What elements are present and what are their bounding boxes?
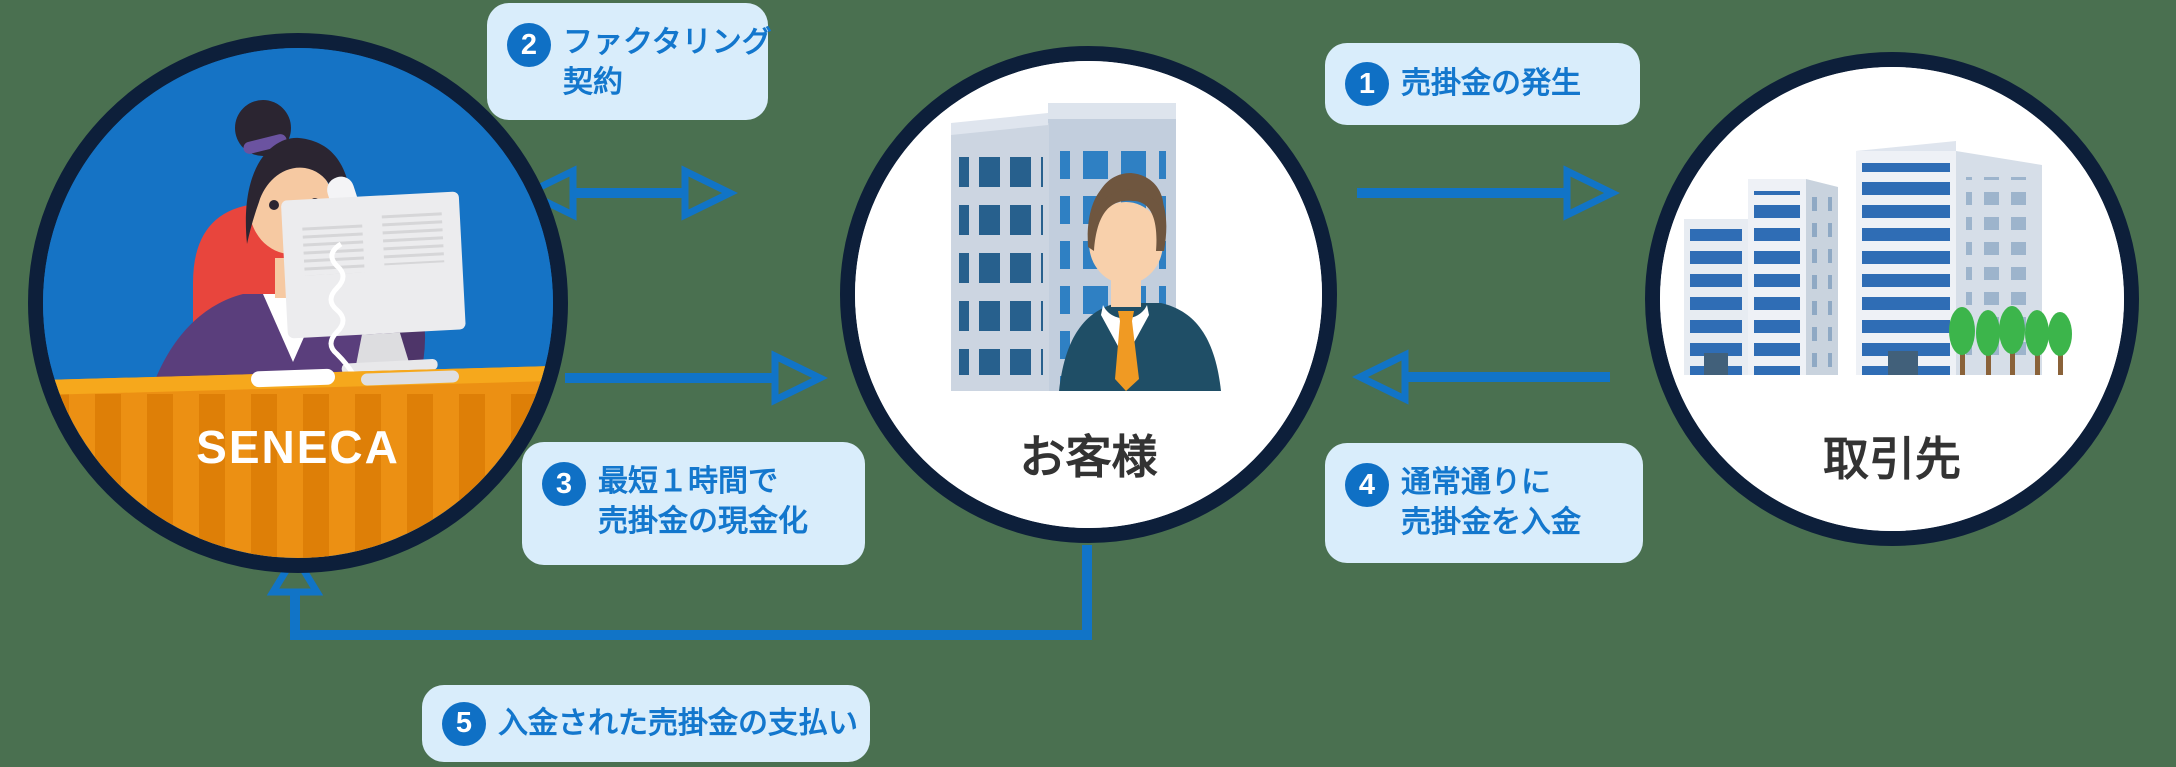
step-text-line: 契約 xyxy=(563,66,623,99)
step-text-1: 売掛金の発生 xyxy=(1401,64,1581,104)
entrance xyxy=(1888,351,1918,375)
step-box-5: 5 入金された売掛金の支払い xyxy=(422,685,870,762)
computer-monitor xyxy=(281,191,466,375)
step-text-line: 最短１時間で xyxy=(598,465,778,498)
step-badge-4: 4 xyxy=(1345,463,1389,507)
paper xyxy=(251,368,335,388)
entity-label-partner: 取引先 xyxy=(1823,433,1961,485)
hair xyxy=(245,137,353,244)
arrow-step1-right xyxy=(1357,165,1620,221)
entrance xyxy=(1704,353,1728,375)
businessman-face xyxy=(1089,202,1163,284)
step-text-line: 売掛金の発生 xyxy=(1401,67,1581,100)
entity-circle-partner: 取引先 xyxy=(1645,52,2139,546)
keyboard xyxy=(361,370,459,386)
step-box-1: 1 売掛金の発生 xyxy=(1325,43,1640,125)
step-badge-5: 5 xyxy=(442,701,486,746)
step-text-4: 通常通りに 売掛金を入金 xyxy=(1401,463,1581,543)
step-text-line: 通常通りに xyxy=(1401,466,1551,499)
suit xyxy=(1059,303,1221,391)
seneca-illustration xyxy=(43,48,553,558)
entity-label-customer: お客様 xyxy=(1019,431,1158,483)
step-badge-2: 2 xyxy=(507,23,551,67)
step-badge-1: 1 xyxy=(1345,62,1389,106)
arrow-step5-elbow xyxy=(266,545,1092,640)
arrow-step3-right xyxy=(565,350,828,406)
step-text-line: 売掛金の現金化 xyxy=(598,505,808,538)
step-text-3: 最短１時間で 売掛金の現金化 xyxy=(598,462,808,542)
arrow-step4-left xyxy=(1352,349,1610,405)
arrow-step2-bidirectional xyxy=(520,165,738,221)
step-box-2: 2 ファクタリング 契約 xyxy=(487,3,772,120)
office-buildings xyxy=(1684,141,2042,375)
desk xyxy=(43,366,553,558)
step-text-2: ファクタリング 契約 xyxy=(563,23,772,103)
trees xyxy=(1949,306,2072,375)
step-box-3: 3 最短１時間で 売掛金の現金化 xyxy=(522,442,865,565)
entity-circle-customer: お客様 xyxy=(840,46,1337,543)
step-text-line: 売掛金を入金 xyxy=(1401,506,1581,539)
necktie xyxy=(1115,311,1139,391)
step-text-line: 入金された売掛金の支払い xyxy=(498,706,858,740)
step-box-4: 4 通常通りに 売掛金を入金 xyxy=(1325,443,1643,563)
customer-illustration xyxy=(855,61,1322,528)
entity-label-seneca: SENECA xyxy=(196,421,400,473)
step-badge-3: 3 xyxy=(542,462,586,506)
phone-cord xyxy=(328,241,356,376)
businessman xyxy=(1059,173,1221,391)
partner-illustration xyxy=(1660,67,2124,531)
step-text-5: 入金された売掛金の支払い xyxy=(498,704,858,744)
step-text-line: ファクタリング xyxy=(563,26,772,59)
entity-circle-seneca: SENECA xyxy=(28,33,568,573)
